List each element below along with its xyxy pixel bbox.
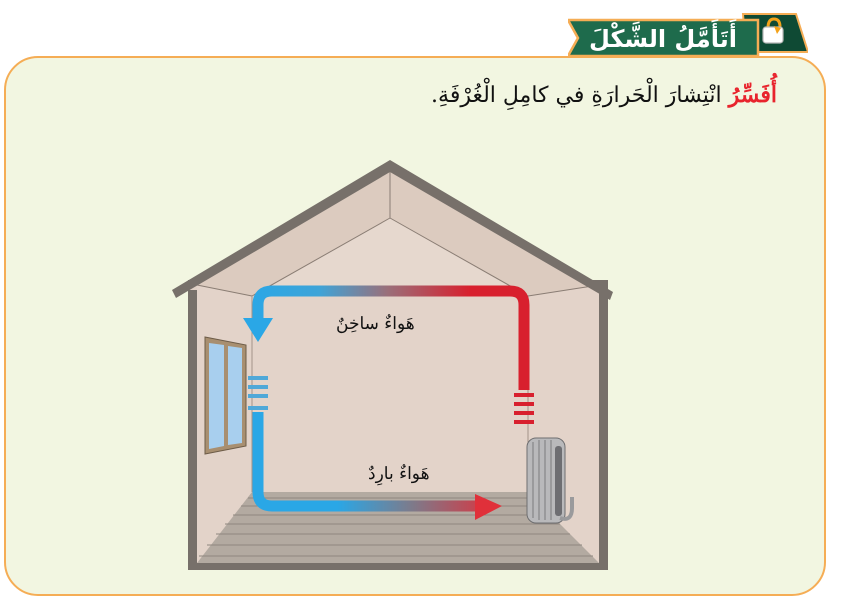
instruction-body: انْتِشارَ الْحَرارَةِ في كامِلِ الْغُرْف… bbox=[431, 83, 729, 108]
instruction-verb: أُفَسِّرُ bbox=[728, 82, 777, 108]
arrow-down-icon bbox=[243, 318, 273, 342]
hot-air-label: هَواءٌ ساخِنٌ bbox=[336, 314, 415, 334]
window bbox=[204, 336, 247, 455]
arrow-right-icon bbox=[475, 494, 502, 520]
radiator bbox=[526, 437, 574, 524]
section-title: أَتَأَمَّلُ الشَّكْلَ bbox=[589, 25, 737, 53]
bag-icon bbox=[762, 17, 784, 44]
cold-air-label: هَواءٌ بارِدٌ bbox=[368, 464, 430, 484]
instruction-text: أُفَسِّرُ انْتِشارَ الْحَرارَةِ في كامِل… bbox=[431, 82, 777, 108]
